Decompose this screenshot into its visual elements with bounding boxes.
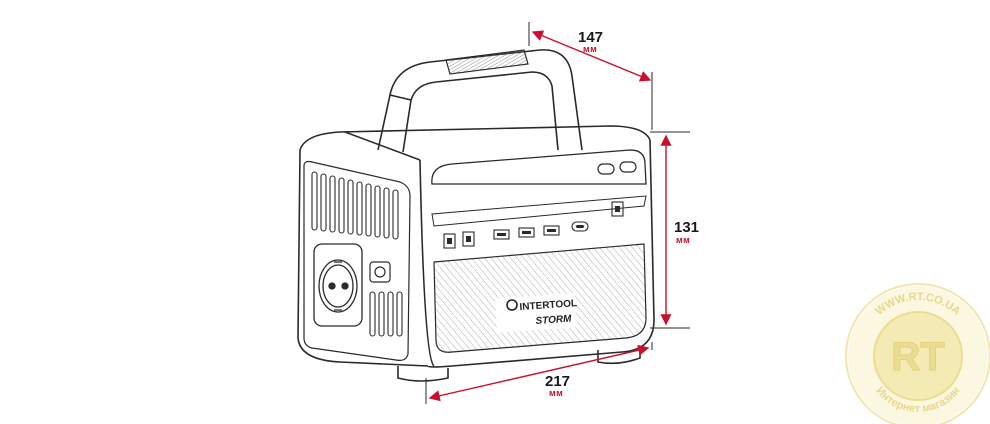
- ac-outlet-switch[interactable]: [369, 261, 391, 283]
- side-vent-panel: [303, 160, 411, 361]
- dc-input-port[interactable]: [611, 201, 624, 217]
- lower-vent-slots: [369, 291, 403, 337]
- vent-slot: [383, 187, 390, 239]
- rt-watermark: RT WWW.RT.CO.UA Интернет магазин: [845, 283, 990, 424]
- usb-port-2[interactable]: [518, 227, 535, 238]
- depth-unit: мм: [583, 44, 597, 54]
- vent-slot: [356, 181, 363, 236]
- ac-outlet[interactable]: [313, 243, 363, 327]
- top-front-panel: [431, 149, 647, 185]
- usb-c-port[interactable]: [571, 221, 589, 232]
- vent-slot: [365, 183, 372, 237]
- usb-port-3[interactable]: [543, 225, 560, 236]
- width-unit: мм: [549, 388, 563, 398]
- height-unit: мм: [676, 235, 690, 245]
- vent-slot: [347, 179, 354, 235]
- front-grille: INTERTOOL STORM: [433, 243, 647, 353]
- vent-slots: [311, 171, 399, 240]
- depth-dimension: 147 мм: [528, 22, 653, 130]
- vent-slot: [311, 171, 318, 231]
- brand-name: INTERTOOL: [519, 298, 577, 313]
- model-name: STORM: [535, 314, 572, 328]
- light-button[interactable]: [619, 161, 637, 173]
- height-value: 131: [674, 219, 699, 236]
- height-dimension: 131 мм: [650, 131, 699, 329]
- width-dimension: 217 мм: [425, 342, 653, 404]
- depth-value: 147: [578, 29, 603, 46]
- vent-slot: [329, 175, 336, 233]
- dc-port-1[interactable]: [443, 233, 456, 249]
- handle-grip: [445, 49, 529, 75]
- port-panel: [431, 195, 647, 249]
- vent-slot: [338, 177, 345, 234]
- vent-slot: [392, 189, 399, 240]
- dc-port-2[interactable]: [462, 231, 475, 247]
- vent-slot: [374, 185, 381, 238]
- watermark-letters: RT: [891, 335, 944, 379]
- power-button[interactable]: [597, 163, 615, 175]
- width-value: 217: [545, 373, 570, 390]
- brand-logo-icon: [506, 299, 518, 311]
- vent-slot: [320, 173, 327, 232]
- usb-port-1[interactable]: [493, 229, 510, 240]
